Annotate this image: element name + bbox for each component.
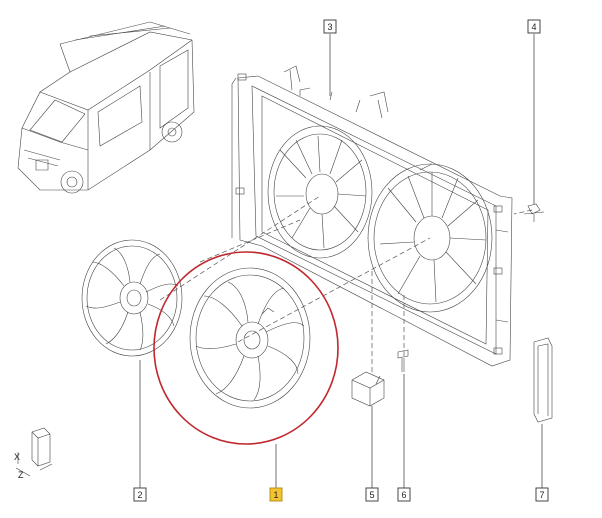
fan-part-1 — [189, 267, 311, 409]
callout-1[interactable]: 1 — [269, 487, 283, 502]
callout-3[interactable]: 3 — [323, 19, 337, 34]
fan-part-2 — [81, 239, 183, 357]
resistor-part-5 — [351, 371, 385, 407]
svg-text:1: 1 — [273, 490, 278, 500]
van-illustration — [17, 21, 195, 194]
shroud-fan-left — [267, 125, 373, 259]
seal-part-7 — [533, 337, 553, 423]
svg-text:2: 2 — [137, 490, 142, 500]
svg-text:4: 4 — [531, 22, 536, 32]
callout-4[interactable]: 4 — [527, 19, 541, 34]
assembly-lines — [159, 195, 533, 372]
svg-text:6: 6 — [401, 490, 406, 500]
callout-6[interactable]: 6 — [397, 487, 411, 502]
callout-7[interactable]: 7 — [535, 487, 549, 502]
axis-x-label: X — [14, 452, 20, 462]
callout-2[interactable]: 2 — [133, 487, 147, 502]
shroud-fan-right — [367, 163, 493, 313]
svg-text:7: 7 — [539, 490, 544, 500]
orientation-icon — [15, 427, 53, 477]
screw-part-6 — [397, 349, 409, 372]
axis-z-label: Z — [18, 470, 24, 480]
callout-5[interactable]: 5 — [365, 487, 379, 502]
bolt-part-4 — [523, 203, 545, 222]
highlight-circle — [153, 251, 339, 445]
svg-text:5: 5 — [369, 490, 374, 500]
leader-lines — [139, 34, 543, 488]
svg-text:3: 3 — [327, 22, 332, 32]
